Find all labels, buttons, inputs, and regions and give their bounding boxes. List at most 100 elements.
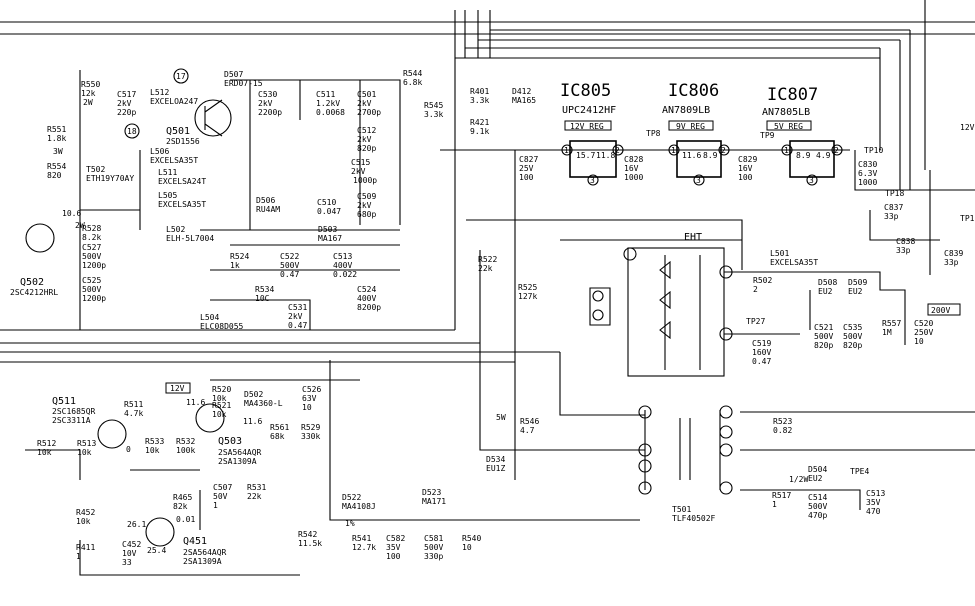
svg-text:TP10: TP10: [864, 146, 883, 155]
svg-text:1k: 1k: [230, 261, 240, 270]
svg-text:500V: 500V: [82, 285, 101, 294]
svg-text:50V: 50V: [213, 492, 228, 501]
svg-text:R540: R540: [462, 534, 481, 543]
svg-text:R561: R561: [270, 423, 289, 432]
svg-text:11.6: 11.6: [243, 417, 262, 426]
svg-text:25V: 25V: [519, 164, 534, 173]
svg-text:330p: 330p: [424, 552, 443, 561]
svg-text:R541: R541: [352, 534, 371, 543]
svg-text:L505: L505: [158, 191, 177, 200]
ic805-part: UPC2412HF: [562, 105, 616, 116]
svg-text:0.01: 0.01: [176, 515, 195, 524]
svg-text:82k: 82k: [173, 502, 188, 511]
svg-text:11.8: 11.8: [596, 151, 615, 160]
t501-transformer: [623, 247, 733, 495]
svg-text:R520: R520: [212, 385, 231, 394]
svg-text:470p: 470p: [808, 511, 827, 520]
svg-text:R452: R452: [76, 508, 95, 517]
svg-text:2: 2: [753, 285, 758, 294]
svg-text:18: 18: [127, 127, 137, 136]
ic807-body: [789, 140, 835, 178]
svg-text:R557: R557: [882, 319, 901, 328]
svg-text:2kV: 2kV: [258, 99, 273, 108]
svg-text:33p: 33p: [896, 246, 911, 255]
svg-text:0.47: 0.47: [288, 321, 307, 330]
svg-text:2: 2: [721, 146, 726, 155]
svg-text:1%: 1%: [345, 519, 355, 528]
svg-text:EXCELSA35T: EXCELSA35T: [770, 258, 818, 267]
svg-text:D506: D506: [256, 196, 275, 205]
svg-text:D523: D523: [422, 488, 441, 497]
svg-text:R554: R554: [47, 162, 66, 171]
svg-text:0.82: 0.82: [773, 426, 792, 435]
eht-label: EHT: [684, 232, 702, 243]
svg-text:16V: 16V: [624, 164, 639, 173]
svg-text:33p: 33p: [884, 212, 899, 221]
svg-text:22k: 22k: [478, 264, 493, 273]
svg-text:C514: C514: [808, 493, 827, 502]
svg-text:C513: C513: [333, 252, 352, 261]
svg-text:R522: R522: [478, 255, 497, 264]
svg-text:2SC4212HRL: 2SC4212HRL: [10, 288, 58, 297]
svg-text:Q451: Q451: [183, 536, 207, 547]
svg-text:R524: R524: [230, 252, 249, 261]
svg-text:11.6: 11.6: [682, 151, 701, 160]
svg-text:6.8k: 6.8k: [403, 78, 422, 87]
svg-text:0: 0: [126, 445, 131, 454]
svg-text:C509: C509: [357, 192, 376, 201]
svg-text:10.6: 10.6: [62, 209, 81, 218]
svg-text:4.7: 4.7: [520, 426, 535, 435]
svg-text:Q502: Q502: [20, 277, 44, 288]
svg-text:1000: 1000: [858, 178, 877, 187]
svg-text:2SC3311A: 2SC3311A: [52, 416, 91, 425]
svg-text:160V: 160V: [752, 348, 771, 357]
svg-text:500V: 500V: [280, 261, 299, 270]
svg-text:6.3V: 6.3V: [858, 169, 877, 178]
svg-text:R411: R411: [76, 543, 95, 552]
ic806-part: AN7809LB: [662, 105, 710, 116]
svg-text:9V REG: 9V REG: [676, 122, 705, 131]
svg-text:EU1Z: EU1Z: [486, 464, 505, 473]
svg-text:EU2: EU2: [808, 474, 823, 483]
svg-text:D503: D503: [318, 225, 337, 234]
svg-text:10C: 10C: [255, 294, 270, 303]
svg-text:500V: 500V: [808, 502, 827, 511]
svg-text:L511: L511: [158, 168, 177, 177]
svg-text:10k: 10k: [76, 517, 91, 526]
ic805-reg: 12V REG: [570, 122, 604, 131]
svg-text:2: 2: [834, 146, 839, 155]
svg-text:T501: T501: [672, 505, 691, 514]
svg-text:33p: 33p: [944, 258, 959, 267]
svg-text:D509: D509: [848, 278, 867, 287]
svg-text:TLF40502F: TLF40502F: [672, 514, 716, 523]
svg-text:8.2k: 8.2k: [82, 233, 101, 242]
svg-text:R528: R528: [82, 224, 101, 233]
svg-text:9.1k: 9.1k: [470, 127, 489, 136]
svg-text:TP27: TP27: [746, 317, 765, 326]
svg-text:1: 1: [564, 146, 569, 155]
svg-text:C515: C515: [351, 158, 370, 167]
svg-text:100: 100: [519, 173, 534, 182]
svg-text:C526: C526: [302, 385, 321, 394]
svg-text:820p: 820p: [357, 144, 376, 153]
svg-text:0.47: 0.47: [280, 270, 299, 279]
svg-text:3: 3: [590, 176, 595, 185]
svg-text:C517: C517: [117, 90, 136, 99]
svg-text:R542: R542: [298, 530, 317, 539]
svg-text:C521: C521: [814, 323, 833, 332]
svg-text:L501: L501: [770, 249, 789, 258]
svg-text:820p: 820p: [814, 341, 833, 350]
svg-text:TPE4: TPE4: [850, 467, 869, 476]
svg-text:12k: 12k: [81, 89, 96, 98]
svg-text:2kV: 2kV: [357, 99, 372, 108]
svg-text:15.7: 15.7: [576, 151, 595, 160]
svg-text:C512: C512: [357, 126, 376, 135]
svg-text:ELC08D055: ELC08D055: [200, 322, 244, 331]
svg-text:C827: C827: [519, 155, 538, 164]
svg-text:C513: C513: [866, 489, 885, 498]
svg-text:220p: 220p: [117, 108, 136, 117]
svg-text:500V: 500V: [843, 332, 862, 341]
svg-text:8.9: 8.9: [796, 151, 811, 160]
svg-text:2kV: 2kV: [288, 312, 303, 321]
